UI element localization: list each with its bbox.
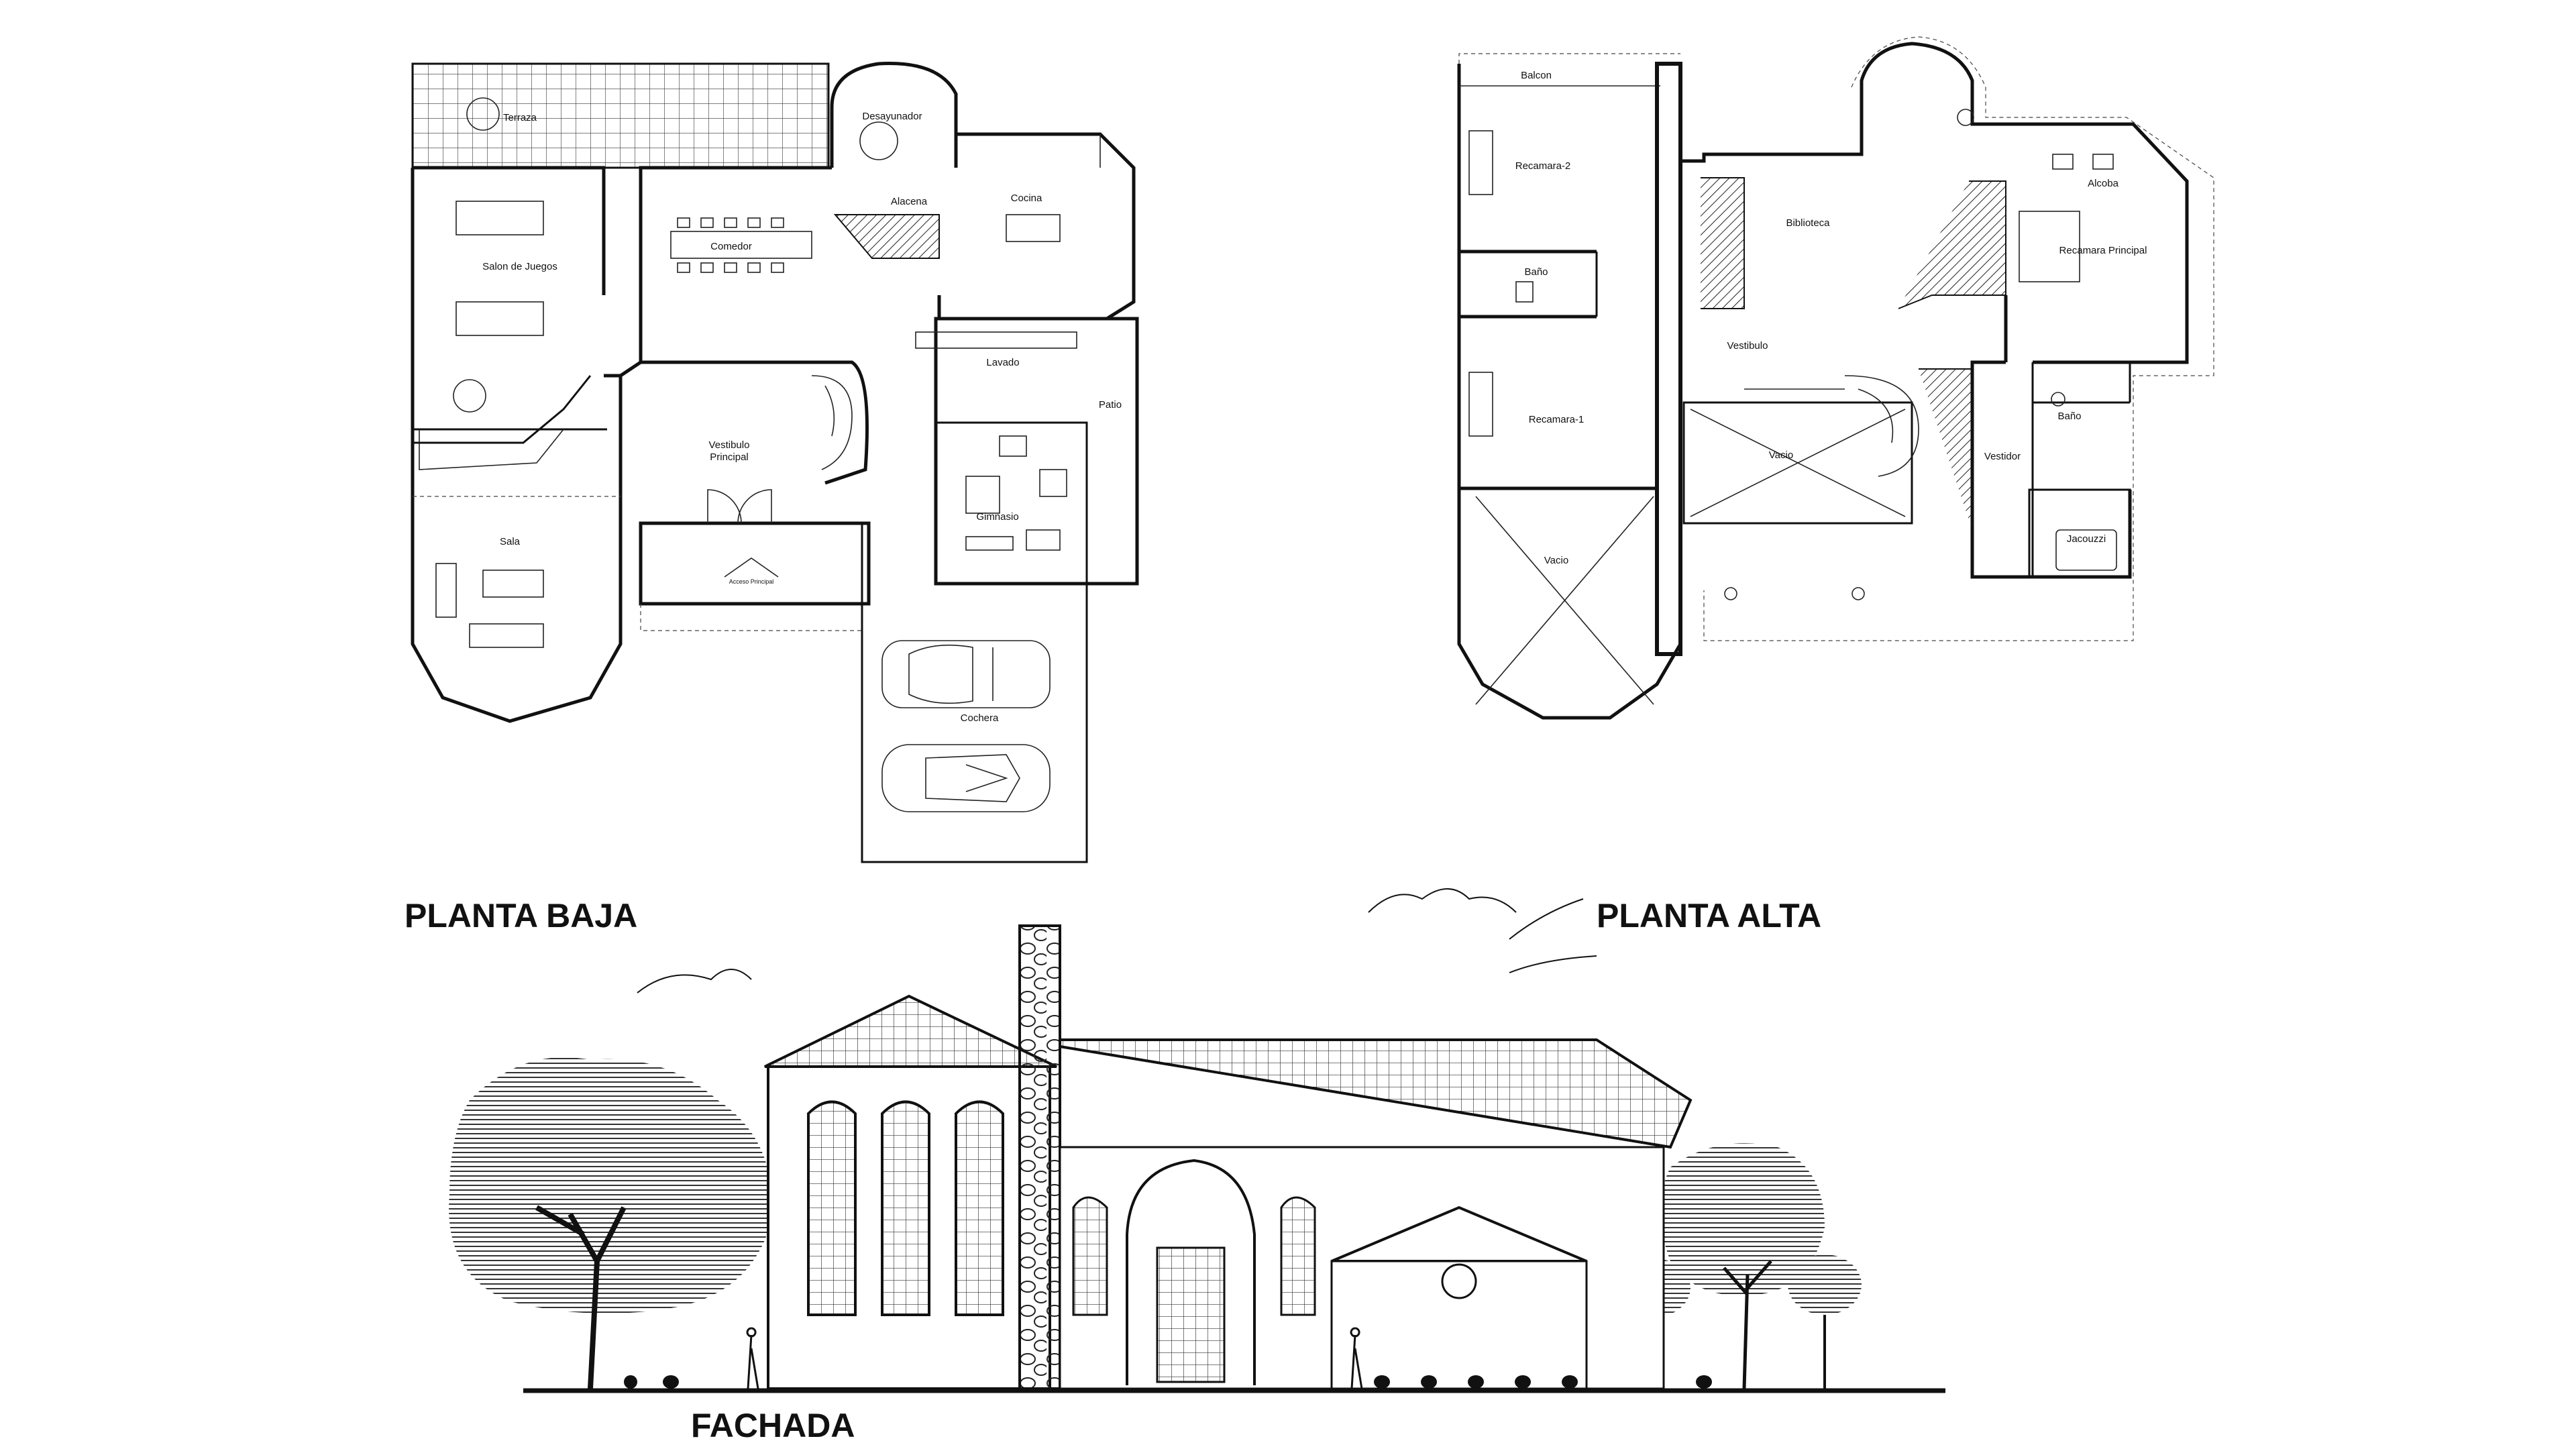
title-planta-baja: PLANTA BAJA <box>405 897 637 934</box>
room-label-gimnasio: Gimnasio <box>976 511 1018 523</box>
room-label-bano2: Baño <box>2057 411 2081 422</box>
room-label-cochera: Cochera <box>961 712 999 724</box>
room-label-vacio1: Vacio <box>1544 555 1568 566</box>
car-top <box>881 744 1051 812</box>
facade-elevation <box>449 888 1945 1393</box>
upper-floor-plan <box>1457 36 2214 720</box>
terrace-tiles <box>411 62 830 169</box>
tree-left <box>449 1057 772 1389</box>
ground-floor-labels: Terraza Desayunador Comedor Alacena Coci… <box>482 111 1122 724</box>
room-label-salon: Salon de Juegos <box>482 261 557 272</box>
room-label-recamara1: Recamara-1 <box>1529 414 1585 425</box>
car-top <box>881 640 1051 708</box>
room-label-sala: Sala <box>500 536 521 547</box>
tall-windows <box>807 1100 1004 1316</box>
room-label-balcon: Balcon <box>1521 70 1552 81</box>
room-label-recamara2: Recamara-2 <box>1515 160 1571 172</box>
room-label-vestibulo-2: Principal <box>710 451 749 463</box>
room-label-alcoba: Alcoba <box>2088 178 2119 189</box>
room-label-patio: Patio <box>1099 399 1122 411</box>
title-planta-alta: PLANTA ALTA <box>1597 897 1821 934</box>
title-fachada: FACHADA <box>691 1407 855 1444</box>
room-label-vacio2: Vacio <box>1769 449 1793 461</box>
room-label-cocina: Cocina <box>1011 193 1042 204</box>
room-label-vestibulo: Vestibulo <box>1727 340 1768 352</box>
upper-floor-labels: Balcon Recamara-2 Baño Biblioteca Alcoba… <box>1515 70 2147 566</box>
room-label-jacouzzi: Jacouzzi <box>2067 533 2106 545</box>
room-label-alacena: Alacena <box>891 196 928 207</box>
room-label-lavado: Lavado <box>986 357 1019 368</box>
room-label-comedor: Comedor <box>710 241 752 252</box>
room-label-vestibulo-1: Vestibulo <box>709 439 750 451</box>
room-label-terraza: Terraza <box>503 112 537 123</box>
room-label-recamara-principal: Recamara Principal <box>2059 245 2147 256</box>
room-label-biblioteca: Biblioteca <box>1786 217 1830 229</box>
room-label-desayunador: Desayunador <box>862 111 922 122</box>
room-label-vestidor: Vestidor <box>1984 451 2021 462</box>
ground-floor-plan <box>411 62 1139 863</box>
room-label-bano1: Baño <box>1524 266 1548 278</box>
room-label-acceso: Acceso Principal <box>729 578 774 585</box>
